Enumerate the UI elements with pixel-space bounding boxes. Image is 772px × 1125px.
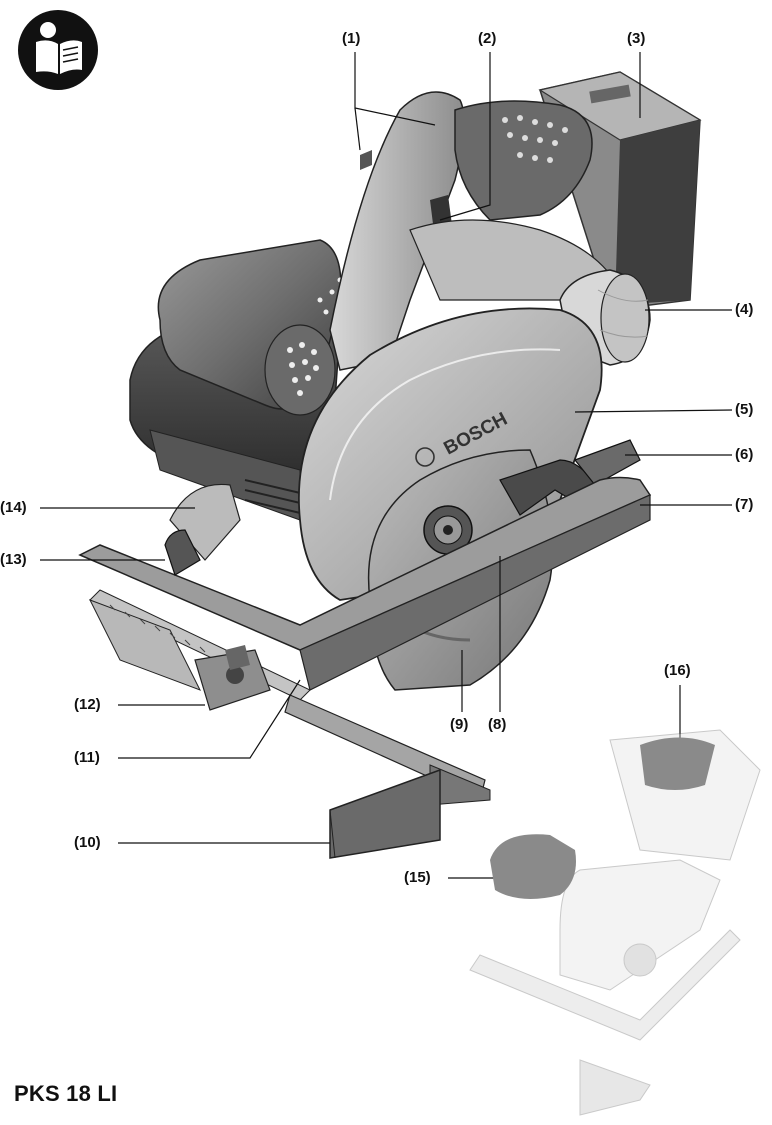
callout-2: (2) (478, 30, 497, 47)
saw-secondary-highlights (490, 737, 715, 899)
callout-9: (9) (450, 716, 469, 733)
callout-6: (6) (735, 446, 754, 463)
parallel-guide (284, 694, 491, 859)
callout-7: (7) (735, 496, 754, 513)
auxiliary-handle (157, 239, 353, 416)
main-handle (329, 91, 621, 371)
callout-14: (14) (0, 499, 27, 516)
bevel-adjustment (164, 483, 241, 576)
callout-4: (4) (735, 301, 754, 318)
callout-8: (8) (488, 716, 507, 733)
saw-secondary-view (469, 729, 761, 1116)
model-title: PKS 18 LI (14, 1081, 118, 1106)
callout-5: (5) (735, 401, 754, 418)
callout-10: (10) (74, 834, 101, 851)
callout-13: (13) (0, 551, 27, 568)
read-manual-icon (18, 10, 98, 90)
callout-12: (12) (74, 696, 101, 713)
callout-11: (11) (74, 749, 100, 766)
leader-lines (40, 52, 733, 879)
guide-clamp (194, 645, 271, 711)
callout-16: (16) (664, 662, 691, 679)
callout-1: (1) (342, 30, 361, 47)
callout-3: (3) (627, 30, 646, 47)
callout-15: (15) (404, 869, 431, 886)
